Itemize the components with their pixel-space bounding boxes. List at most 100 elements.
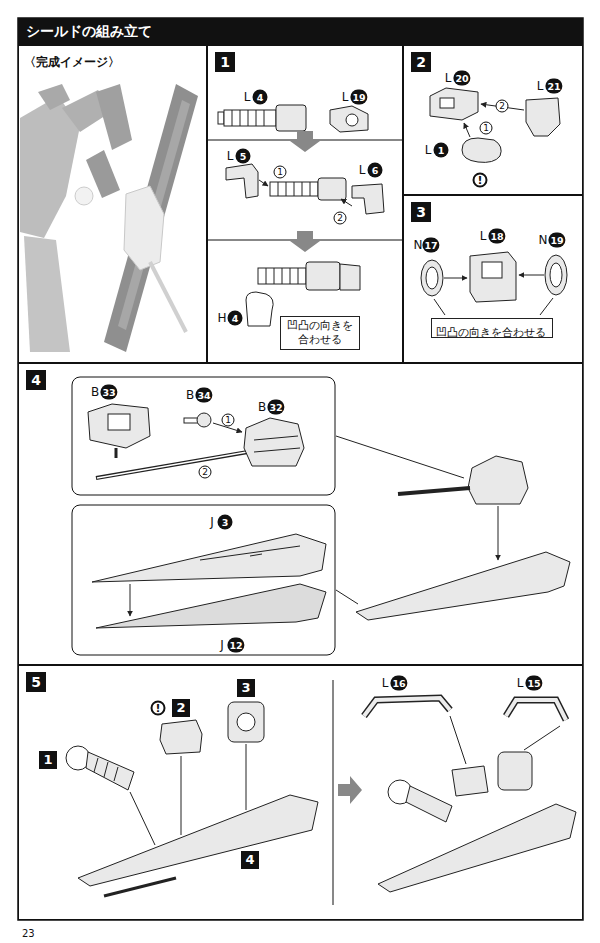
joint-block	[470, 252, 516, 302]
shield-blade	[104, 84, 198, 352]
joint-slot	[482, 262, 502, 278]
part-letter: L	[425, 143, 432, 157]
note-text: 凹凸の向きを合わせる	[285, 319, 355, 347]
part-number: 19	[350, 90, 367, 105]
hull-assembled	[378, 804, 576, 892]
step-number: 1	[215, 52, 235, 72]
guide-line	[130, 792, 155, 845]
robot-head	[38, 84, 70, 110]
note-text: 凹凸の向きを合わせる	[436, 326, 546, 340]
order-number: 2	[199, 466, 212, 479]
gun-cap	[246, 292, 273, 326]
step4-art	[72, 377, 570, 655]
note-box: 凹凸の向きを合わせる	[280, 316, 360, 350]
part-number: 17	[422, 238, 439, 253]
guide-line	[246, 744, 247, 810]
detail-inset	[72, 377, 335, 495]
small-part	[462, 138, 501, 162]
gun-barrels	[224, 110, 276, 126]
step1-art	[207, 105, 403, 326]
part-letter: L	[517, 676, 524, 690]
part-letter: L	[342, 90, 349, 104]
inset-leader	[336, 436, 464, 478]
step-ref-number: 2	[172, 699, 190, 717]
gatling-cap	[75, 187, 93, 205]
step5-art	[66, 680, 576, 905]
step-number: 3	[411, 202, 431, 222]
joint-socket	[346, 114, 358, 126]
barrel-ribs	[266, 268, 298, 284]
gun-body	[318, 178, 346, 200]
page-frame	[18, 18, 583, 920]
assembly-arrow	[444, 278, 467, 279]
joint-part	[330, 106, 368, 132]
cover-part	[526, 98, 560, 136]
part-number: 4	[228, 311, 243, 326]
bracket-part	[340, 264, 360, 290]
part-letter: L	[244, 90, 251, 104]
mount-part	[160, 720, 202, 754]
mount-part	[452, 766, 488, 796]
hull-detail	[200, 546, 300, 560]
part-number: 4	[253, 90, 268, 105]
gun-barrels	[258, 268, 306, 284]
order-number: 2	[496, 100, 509, 113]
assembly-arrow	[341, 199, 352, 206]
hull-upper	[92, 534, 326, 582]
part-letter: B	[258, 400, 266, 414]
part-letter: L	[359, 163, 366, 177]
flow-arrow	[338, 776, 362, 804]
joint-socket	[237, 713, 255, 731]
part-number: 32	[267, 400, 284, 415]
arm-part-face	[364, 698, 450, 716]
hull-assembled	[356, 552, 570, 620]
robot-leg	[24, 236, 70, 352]
panel-heading: 〈完成イメージ〉	[24, 54, 120, 71]
title-bar: シールドの組み立て	[18, 18, 583, 45]
bracket-part	[226, 164, 258, 198]
step-number: 5	[26, 672, 46, 692]
order-number: 1	[222, 414, 235, 427]
step-ref-number: 3	[237, 679, 255, 697]
part-number: 18	[488, 229, 505, 244]
order-number: 1	[274, 166, 287, 179]
leader-line	[434, 299, 445, 315]
gun-muzzle	[218, 112, 224, 124]
bracket-part	[352, 184, 384, 214]
leader-line	[540, 298, 553, 315]
cannon-rod	[398, 488, 470, 494]
caution-mark: !	[473, 173, 488, 188]
assembly-arrow	[519, 275, 544, 276]
part-number: 15	[525, 676, 542, 691]
assembly-arrow	[498, 506, 499, 560]
turret-slot	[108, 414, 130, 430]
finished-image	[20, 84, 198, 352]
part-number: 5	[236, 149, 251, 164]
step-number: 4	[26, 370, 46, 390]
joint-block	[498, 752, 532, 790]
part-number: 19	[548, 233, 565, 248]
part-letter: L	[480, 229, 487, 243]
step-panel: 4	[18, 363, 583, 665]
part-number: 21	[545, 79, 562, 94]
step-ref-number: 4	[241, 851, 259, 869]
barrel-ribs	[232, 110, 264, 126]
flow-arrow	[290, 131, 320, 152]
part-letter: L	[227, 149, 234, 163]
inset-leader	[336, 590, 358, 604]
turret-dome	[244, 418, 304, 466]
section-title: シールドの組み立て	[18, 18, 152, 45]
gatling-gun	[406, 786, 452, 822]
part-number: 1	[434, 143, 449, 158]
part-letter: H	[217, 311, 226, 325]
step3-art	[421, 252, 567, 315]
robot-forearm	[96, 84, 132, 150]
cannon-rod	[96, 452, 248, 478]
part-letter: L	[445, 71, 452, 85]
hull-assembled	[78, 795, 318, 886]
pivot-part	[197, 413, 211, 427]
part-letter: N	[414, 238, 423, 252]
